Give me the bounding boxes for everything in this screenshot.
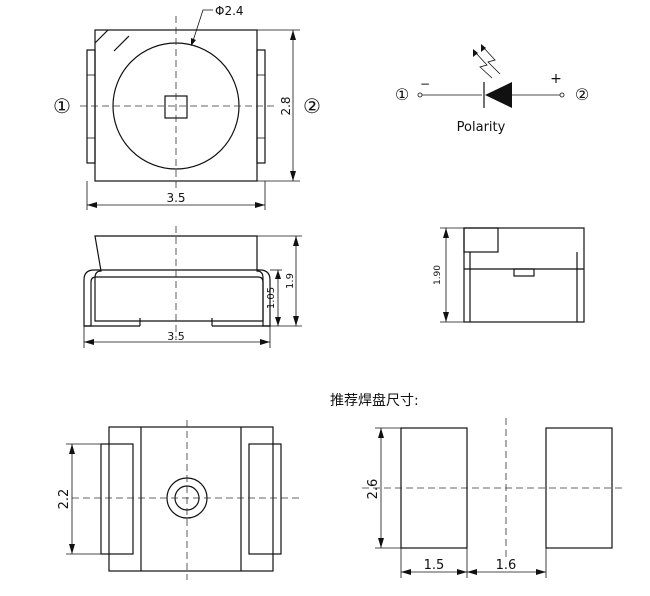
- side-lead-height-label: 1.05: [266, 287, 277, 309]
- top-view-left-lead: [86, 49, 96, 164]
- side-height-label: 1.9: [285, 273, 296, 289]
- top-height-label: 2.8: [279, 96, 293, 115]
- diameter-leader: [191, 9, 213, 45]
- anode-terminal: [559, 92, 565, 98]
- diameter-label: Φ2.4: [215, 4, 244, 18]
- bottom-view-body: [108, 426, 274, 572]
- cathode-terminal: [417, 92, 423, 98]
- pin1-label: ①: [53, 94, 71, 118]
- side-view: 1.9 1.05 3.5: [83, 226, 302, 348]
- pin2-label: ②: [303, 94, 321, 118]
- plus-sign: +: [550, 71, 562, 87]
- side-view-lead: [83, 269, 271, 327]
- end-view-notch: [463, 227, 499, 253]
- polarity-pin1-label: ①: [395, 85, 409, 104]
- bottom-left-pad: [100, 443, 134, 555]
- side-width-label: 3.5: [167, 330, 185, 343]
- emission-arrow-1: [474, 51, 493, 79]
- bottom-right-pad: [248, 443, 282, 555]
- polarity-chamfer: [94, 29, 109, 44]
- top-view-right-lead: [256, 49, 266, 164]
- solder-pad-right: [545, 427, 613, 549]
- solder-pad-height-label: 2.6: [366, 479, 381, 500]
- polarity-caption: Polarity: [457, 120, 506, 135]
- bottom-pad-height-label: 2.2: [57, 489, 72, 510]
- minus-sign: −: [420, 77, 430, 91]
- end-view-tab: [513, 268, 535, 277]
- top-view: Φ2.4 2.8 3.5 ① ②: [53, 4, 321, 210]
- polarity-symbol: ① − + ② Polarity: [395, 44, 589, 135]
- end-view-body: [463, 227, 585, 323]
- polarity-pin2-label: ②: [575, 85, 589, 104]
- top-width-label: 3.5: [166, 191, 185, 205]
- side-view-body: [94, 235, 264, 322]
- solder-pad-gap-label: 1.6: [496, 558, 517, 573]
- diode-triangle: [485, 82, 512, 108]
- solder-pad-width-label: 1.5: [424, 558, 445, 573]
- emission-arrow-2: [482, 46, 501, 75]
- end-view: 1.90: [433, 227, 585, 323]
- solder-pad-layout: 推荐焊盘尺寸: 2.6 1.5 1.6: [330, 392, 622, 578]
- bottom-view: 2.2: [57, 420, 300, 580]
- end-height-label: 1.90: [433, 265, 443, 285]
- solder-pad-title: 推荐焊盘尺寸:: [330, 392, 419, 409]
